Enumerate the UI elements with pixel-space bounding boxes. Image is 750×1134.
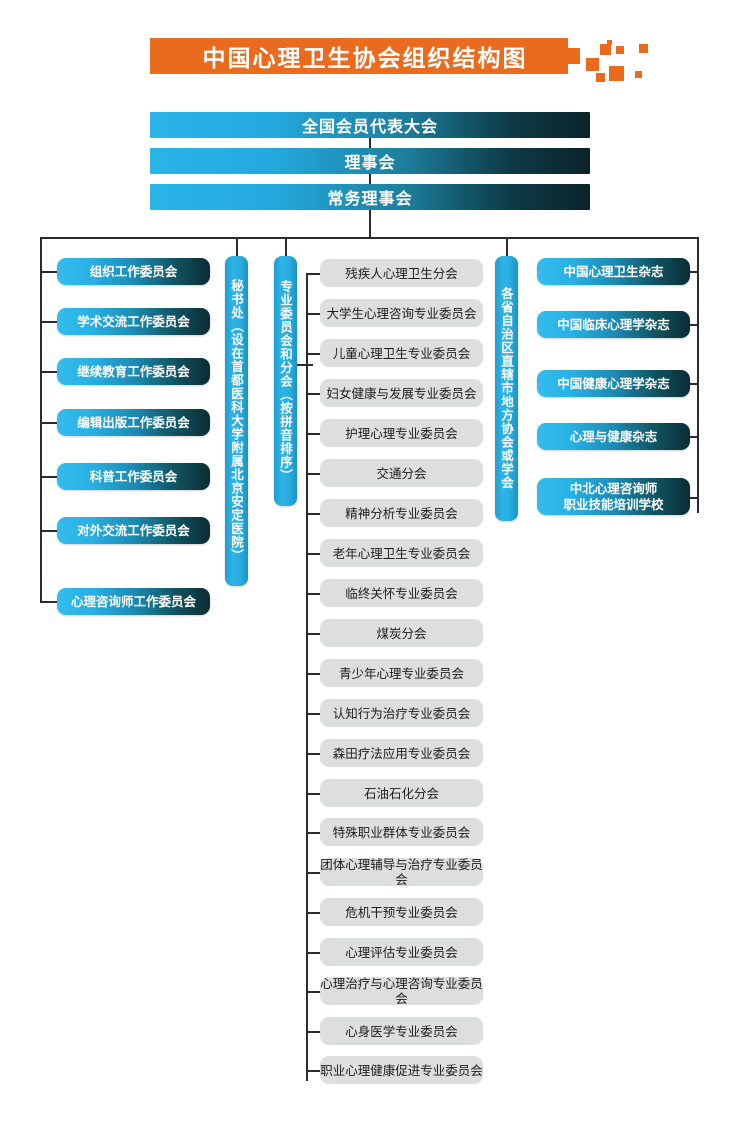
title-notch-top	[568, 38, 580, 48]
node-standing-council: 常务理事会	[150, 184, 590, 210]
node-mid-5: 交通分会	[320, 459, 483, 487]
middle-items-spine	[306, 274, 308, 1081]
node-provincial-associations: 各省自治区直辖市地方协会或学会	[495, 256, 518, 521]
connector-council-to-standing	[369, 174, 371, 184]
node-mid-13: 石油石化分会	[320, 779, 483, 807]
stub-mid-0-tick	[306, 273, 308, 275]
stub-mid-17	[306, 952, 320, 954]
node-right-1: 中国临床心理学杂志	[537, 311, 690, 338]
distribution-bus	[40, 237, 698, 239]
node-mid-17: 心理评估专业委员会	[320, 938, 483, 966]
stub-left-1	[40, 321, 57, 323]
node-mid-7: 老年心理卫生专业委员会	[320, 539, 483, 567]
title-notch-bottom	[568, 64, 580, 74]
node-mid-12: 森田疗法应用专业委员会	[320, 739, 483, 767]
stub-mid-8	[306, 593, 320, 595]
stub-mid-5	[306, 473, 320, 475]
node-mid-15: 团体心理辅导与治疗专业委员会	[320, 857, 483, 887]
node-mid-3: 妇女健康与发展专业委员会	[320, 379, 483, 407]
node-mid-0: 残疾人心理卫生分会	[320, 259, 483, 287]
stub-mid-14	[306, 832, 320, 834]
stub-right-3	[690, 436, 698, 438]
stub-mid-7	[306, 553, 320, 555]
stub-left-5	[40, 530, 57, 532]
node-left-1: 学术交流工作委员会	[57, 308, 210, 335]
node-mid-11: 认知行为治疗专业委员会	[320, 699, 483, 727]
stub-mid-10	[306, 673, 320, 675]
node-mid-6: 精神分析专业委员会	[320, 499, 483, 527]
connector-congress-to-council	[369, 138, 371, 148]
node-mid-20: 职业心理健康促进专业委员会	[320, 1056, 483, 1084]
decor-square-8	[639, 44, 648, 53]
right-branch-spine	[697, 237, 699, 513]
decor-square-6	[596, 73, 605, 82]
node-left-6: 心理咨询师工作委员会	[57, 588, 210, 615]
page-title: 中国心理卫生协会组织结构图	[150, 38, 580, 74]
stub-mid-11	[306, 713, 320, 715]
node-mid-19: 心身医学专业委员会	[320, 1017, 483, 1045]
decor-square-4	[607, 40, 612, 45]
stub-mid-6	[306, 513, 320, 515]
middle-group-link	[296, 364, 313, 366]
node-right-3: 心理与健康杂志	[537, 423, 690, 450]
stub-mid-4	[306, 433, 320, 435]
stub-mid-1	[306, 313, 320, 315]
node-left-0: 组织工作委员会	[57, 258, 210, 285]
stub-right-1	[690, 324, 698, 326]
stub-mid-13	[306, 793, 320, 795]
stub-mid-19	[306, 1031, 320, 1033]
node-mid-2: 儿童心理卫生专业委员会	[320, 339, 483, 367]
node-committees-group: 专业委员会和分会（按拼音排序）	[274, 256, 297, 506]
stub-right-4	[690, 497, 698, 499]
chart-title-block: 中国心理卫生协会组织结构图	[150, 38, 580, 74]
stub-left-6	[40, 601, 57, 603]
stub-mid-3	[306, 393, 320, 395]
node-mid-8: 临终关怀专业委员会	[320, 579, 483, 607]
connector-standing-to-bus	[369, 210, 371, 237]
node-left-3: 编辑出版工作委员会	[57, 409, 210, 436]
node-mid-14: 特殊职业群体专业委员会	[320, 818, 483, 846]
decor-square-7	[635, 71, 642, 78]
stub-mid-0	[306, 273, 320, 275]
node-mid-16: 危机干预专业委员会	[320, 898, 483, 926]
node-mid-18: 心理治疗与心理咨询专业委员会	[320, 976, 483, 1006]
stub-left-0	[40, 271, 57, 273]
left-branch-spine	[40, 237, 42, 602]
stub-left-3	[40, 422, 57, 424]
node-right-4: 中北心理咨询师 职业技能培训学校	[537, 478, 690, 515]
provinces-drop	[506, 237, 508, 256]
node-left-4: 科普工作委员会	[57, 463, 210, 490]
stub-left-4	[40, 476, 57, 478]
stub-mid-2	[306, 353, 320, 355]
decor-square-3	[609, 66, 624, 81]
decor-square-1	[600, 44, 611, 55]
node-left-5: 对外交流工作委员会	[57, 517, 210, 544]
node-mid-10: 青少年心理专业委员会	[320, 659, 483, 687]
node-mid-4: 护理心理专业委员会	[320, 419, 483, 447]
decor-square-5	[616, 46, 624, 54]
stub-right-2	[690, 383, 698, 385]
node-secretariat: 秘书处（设在首都医科大学附属北京安定医院）	[225, 256, 248, 586]
secretariat-drop	[236, 237, 238, 256]
stub-mid-16	[306, 912, 320, 914]
stub-mid-9	[306, 633, 320, 635]
node-right-2: 中国健康心理学杂志	[537, 370, 690, 397]
node-council: 理事会	[150, 148, 590, 174]
node-mid-1: 大学生心理咨询专业委员会	[320, 299, 483, 327]
stub-left-2	[40, 371, 57, 373]
stub-mid-12	[306, 753, 320, 755]
stub-right-0	[690, 271, 698, 273]
stub-mid-20	[306, 1070, 320, 1072]
stub-mid-18	[306, 991, 320, 993]
node-left-2: 继续教育工作委员会	[57, 358, 210, 385]
node-national-congress: 全国会员代表大会	[150, 112, 590, 138]
node-right-0: 中国心理卫生杂志	[537, 258, 690, 285]
middle-group-drop	[285, 237, 287, 256]
decor-square-2	[586, 58, 599, 71]
stub-mid-15	[306, 872, 320, 874]
node-mid-9: 煤炭分会	[320, 619, 483, 647]
